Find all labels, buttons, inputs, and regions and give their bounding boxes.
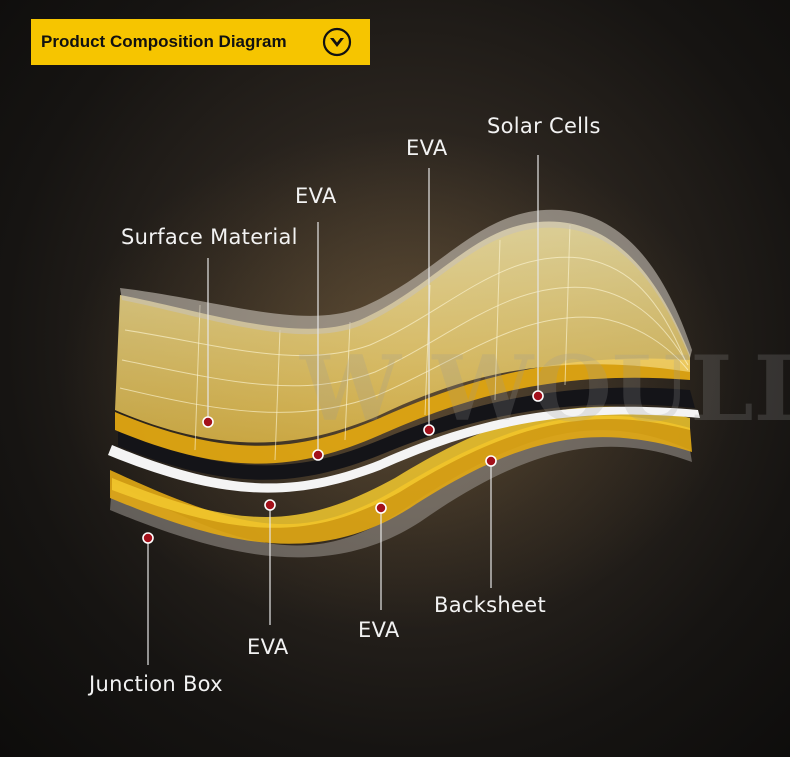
marker-eva-3 — [264, 499, 276, 511]
eva-lower-layer-a — [112, 406, 690, 528]
eva-upper-layer — [115, 358, 690, 464]
label-surface-material: Surface Material — [121, 225, 298, 249]
label-solar-cells: Solar Cells — [487, 114, 601, 138]
bottom-sheet-layer — [110, 430, 692, 558]
cell-grid — [119, 224, 689, 461]
label-eva-4: EVA — [358, 618, 400, 642]
watermark: W WOULD — [299, 336, 790, 442]
marker-junction-box — [142, 532, 154, 544]
label-eva-2: EVA — [406, 136, 448, 160]
page-title: Product Composition Diagram — [41, 32, 287, 51]
marker-backsheet — [485, 455, 497, 467]
label-eva-1: EVA — [295, 184, 337, 208]
header-banner: Product Composition Diagram — [31, 19, 370, 65]
label-junction-box: Junction Box — [89, 672, 223, 696]
marker-surface-material — [202, 416, 214, 428]
surface-material-layer — [115, 221, 690, 443]
solar-cell-layer — [118, 387, 695, 480]
chevron-down-circle-icon — [322, 27, 352, 57]
backsheet-layer — [110, 415, 692, 544]
label-backsheet: Backsheet — [434, 593, 547, 617]
label-eva-3: EVA — [247, 635, 289, 659]
surface-outer-edge — [120, 209, 692, 358]
marker-eva-4 — [375, 502, 387, 514]
marker-solar-cells — [532, 390, 544, 402]
marker-eva-1 — [312, 449, 324, 461]
marker-eva-2 — [423, 424, 435, 436]
